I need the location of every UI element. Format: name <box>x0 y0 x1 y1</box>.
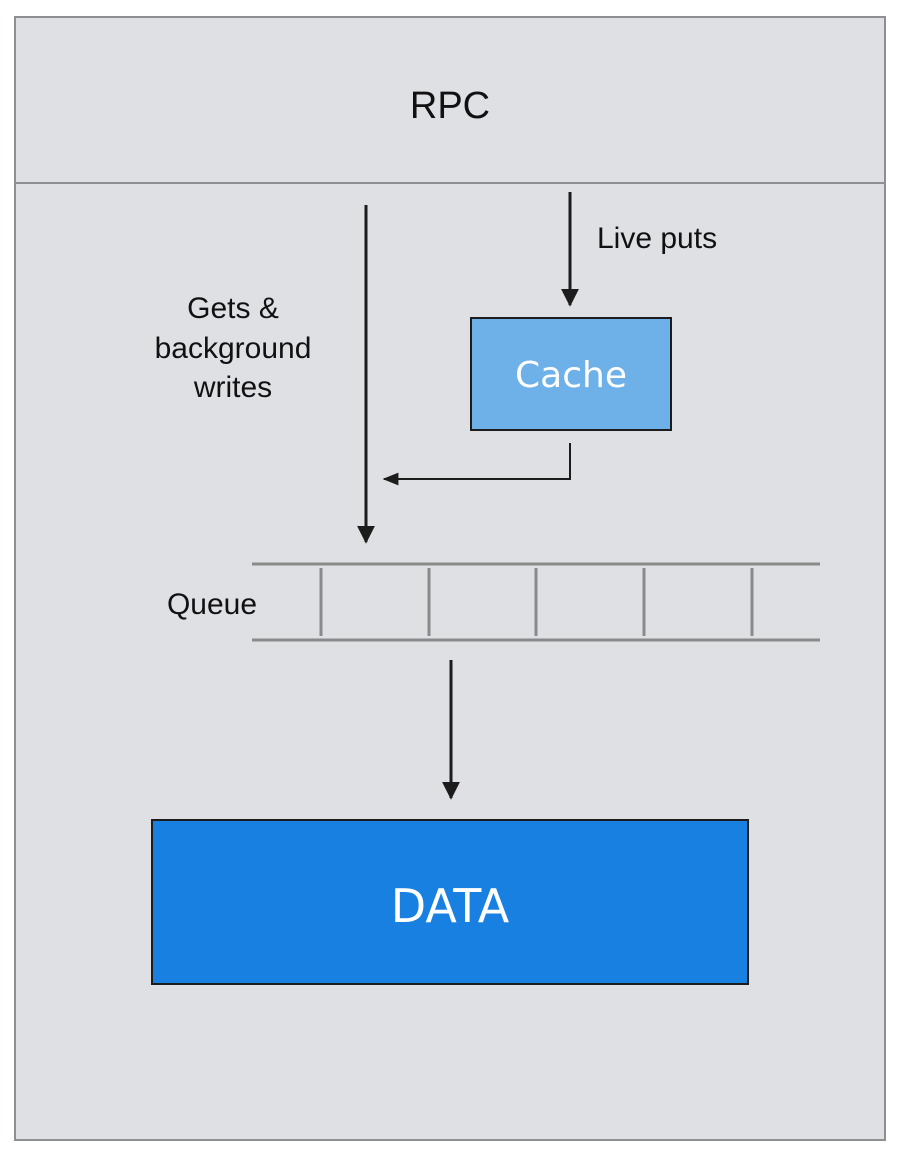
cache-label: Cache <box>515 355 627 396</box>
queue-label: Queue <box>167 588 257 621</box>
gets-label-line-3: writes <box>193 371 272 404</box>
live-puts-label: Live puts <box>597 222 717 255</box>
rpc-label: RPC <box>410 85 490 127</box>
queue-structure <box>252 562 820 642</box>
gets-label-line-1: Gets & <box>187 292 279 325</box>
cache-box <box>470 317 672 431</box>
cache-flush-arrow <box>382 443 571 486</box>
data-box <box>151 819 749 985</box>
gets-label-line-2: background <box>155 332 312 365</box>
data-label: DATA <box>391 879 510 933</box>
